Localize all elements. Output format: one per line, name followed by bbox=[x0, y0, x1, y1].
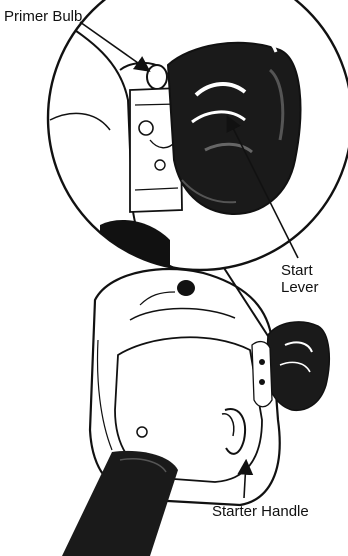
start-lever-label-line2: Lever bbox=[281, 279, 319, 296]
starter-handle-label: Starter Handle bbox=[212, 503, 309, 520]
shaft bbox=[62, 451, 178, 556]
start-lever-label: Start Lever bbox=[281, 262, 319, 296]
start-lever-label-line1: Start bbox=[281, 262, 319, 279]
primer-bulb-label: Primer Bulb bbox=[4, 8, 82, 25]
magnified-detail bbox=[48, 0, 348, 270]
